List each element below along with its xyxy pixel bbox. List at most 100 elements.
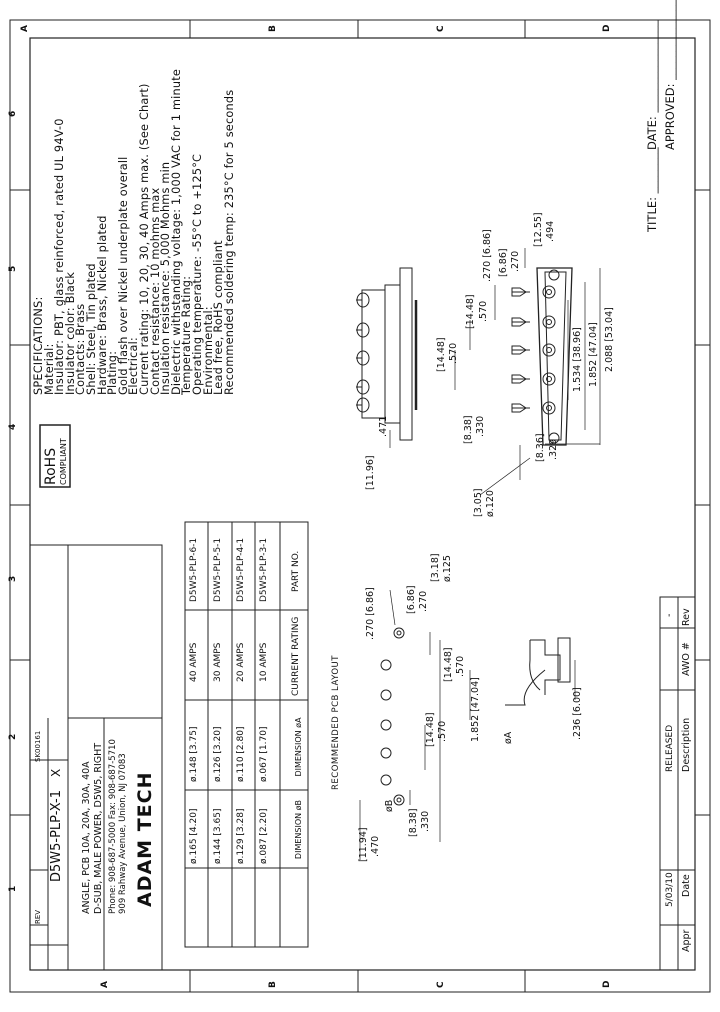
pcb-layout — [380, 627, 405, 806]
pcb-dim-1852: 1.852 [47.04] — [470, 677, 481, 742]
dim-270b: .270 [6.86] — [482, 229, 493, 282]
part-row-1-dim-a: ø.067 [1.70] — [259, 726, 269, 782]
dim-471-mm: [11.96] — [365, 455, 376, 490]
dim-1852: 1.852 [47.04] — [588, 322, 599, 387]
zone-row-a-bottom: A — [100, 981, 110, 988]
title-block-frame — [29, 544, 163, 971]
pcb-layout-label: RECOMMENDED PCB LAYOUT — [331, 655, 341, 790]
connector-side-view — [356, 267, 418, 441]
zone-row-d-top: D — [602, 24, 612, 32]
rev-header: Rev — [681, 608, 692, 626]
company-phone: Phone: 908-687-5000 Fax: 908-687-5710 — [108, 739, 118, 914]
part-row-4-current: 40 AMPS — [189, 642, 199, 682]
title-desc-1: D-SUB, MALE POWER, D5W5, RIGHT — [93, 742, 104, 914]
part-row-2-current: 20 AMPS — [236, 642, 246, 682]
zone-col-3: 3 — [8, 575, 18, 582]
dim-329: .329 — [548, 438, 559, 460]
current-rating-header: CURRENT RATING — [291, 616, 301, 696]
dim-471: .471 — [378, 415, 389, 437]
dim-570b-mm: [14.48] — [436, 337, 447, 372]
dim-494: .494 — [545, 220, 556, 242]
zone-col-1: 1 — [8, 885, 18, 892]
pcb-dim-570b: .570 — [437, 720, 448, 742]
dim-270a: .270 — [510, 250, 521, 272]
dim-330: .330 — [475, 415, 486, 437]
zone-row-c-bottom: C — [436, 981, 446, 988]
part-row-3-current: 30 AMPS — [213, 642, 223, 682]
part-row-1-part: D5W5-PLP-3-1 — [259, 537, 269, 602]
pcb-dim-270b: .270 [6.86] — [365, 587, 376, 640]
awo-header: AWO # — [681, 642, 692, 676]
zone-row-b-bottom: B — [268, 981, 278, 988]
dim-570a-mm: [14.48] — [465, 294, 476, 329]
dim-120-mm: [3.05] — [473, 488, 484, 517]
phi-b-label: øB — [384, 799, 395, 812]
part-row-4-dim-a: ø.148 [3.75] — [189, 726, 199, 782]
dim-2088: 2.088 [53.04] — [604, 307, 615, 372]
dim-120: ø.120 — [485, 490, 496, 517]
pin-detail-view — [505, 637, 571, 706]
date-header: Date — [681, 874, 692, 897]
company-name: ADAM TECH — [134, 771, 156, 908]
pcb-dim-270a-mm: [6.86] — [406, 585, 417, 614]
part-row-3-dim-a: ø.126 [3.20] — [213, 726, 223, 782]
part-row-2-dim-b: ø.129 [3.28] — [236, 808, 246, 864]
pcb-dim-570b-mm: [14.48] — [425, 712, 436, 747]
dimension-lines — [359, 248, 601, 860]
rohs-compliant: COMPLIANT — [59, 438, 68, 485]
zone-row-b-top: B — [268, 25, 278, 32]
date-value: 5/03/10 — [665, 872, 675, 907]
dim-270a-mm: [6.86] — [498, 248, 509, 277]
zone-col-4: 4 — [8, 423, 18, 430]
spec-line: Hardware: Brass, Nickel plated — [95, 215, 109, 395]
part-number: D5W5-PLP-X-1 — [49, 790, 64, 882]
dim-570a: .570 — [478, 300, 489, 322]
dim-a-header: DIMENSION øA — [294, 717, 303, 777]
date-line: DATE: ________________ — [645, 20, 659, 150]
part-row-3-dim-b: ø.144 [3.65] — [213, 808, 223, 864]
part-table-frame — [184, 521, 309, 948]
rohs-mark: RoHS — [43, 447, 59, 485]
part-no-header: PART NO. — [291, 550, 301, 592]
connector-front-view — [511, 267, 573, 446]
specifications-block: SPECIFICATIONS: Material: Insulator: PBT… — [32, 69, 236, 395]
pcb-dim-125-mm: [3.18] — [430, 553, 441, 582]
pcb-dim-570a: .570 — [455, 655, 466, 677]
zone-col-6: 6 — [8, 110, 18, 117]
part-row-4-part: D5W5-PLP-6-1 — [189, 537, 199, 602]
part-row-1-current: 10 AMPS — [259, 642, 269, 682]
zone-col-2: 2 — [8, 733, 18, 740]
title-desc-2: ANGLE, PCB 10A, 20A, 30A, 40A — [81, 761, 92, 914]
zone-row-a-top: A — [20, 25, 30, 32]
dim-330-mm: [8.38] — [463, 415, 474, 444]
part-row-4-dim-b: ø.165 [4.20] — [189, 808, 199, 864]
title-line: TITLE: ________ — [645, 147, 659, 232]
pcb-dim-270a: .270 — [418, 590, 429, 612]
part-row-3-part: D5W5-PLP-5-1 — [213, 537, 223, 602]
part-row-2-dim-a: ø.110 [2.80] — [236, 726, 246, 782]
phi-a-label: øA — [503, 731, 514, 744]
outer-frame — [9, 19, 711, 993]
appr-header: Appr — [681, 929, 692, 952]
sheet-code: SK00161 — [34, 730, 42, 762]
zone-col-5: 5 — [8, 265, 18, 272]
pcb-dim-570a-mm: [14.48] — [443, 647, 454, 682]
pcb-dim-125: ø.125 — [442, 555, 453, 582]
dim-b-header: DIMENSION øB — [294, 799, 303, 860]
dim-570b: .570 — [448, 342, 459, 364]
part-row-2-part: D5W5-PLP-4-1 — [236, 537, 246, 602]
rev-value: - — [664, 613, 675, 617]
pcb-dim-470: .470 — [370, 835, 381, 857]
part-row-1-dim-b: ø.087 [2.20] — [259, 808, 269, 864]
description-header: Description — [681, 717, 692, 772]
inner-border — [29, 37, 696, 971]
spec-line: Recommended soldering temp: 235°C for 5 … — [222, 89, 236, 395]
pcb-dim-330: .330 — [420, 810, 431, 832]
dim-494-mm: [12.55] — [533, 212, 544, 247]
rev-label: REV — [34, 909, 42, 924]
pcb-dim-470-mm: [11.94] — [358, 827, 369, 862]
zone-row-c-top: C — [436, 25, 446, 32]
